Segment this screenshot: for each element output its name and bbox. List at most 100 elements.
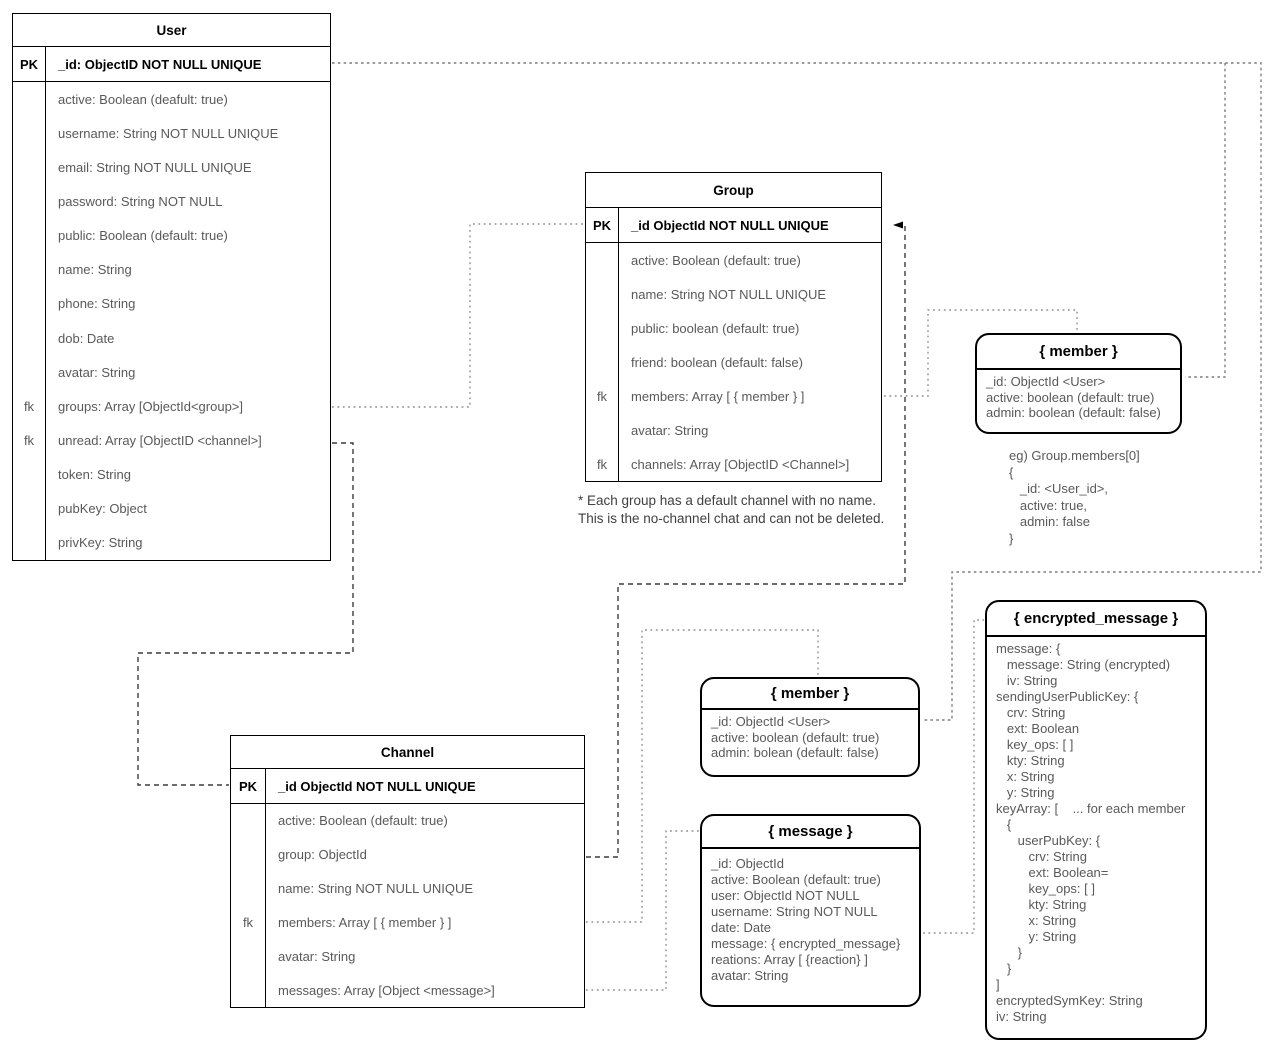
fk-label xyxy=(586,277,619,311)
object-message-title: { message } xyxy=(702,816,919,849)
field-row: group: ObjectId xyxy=(231,837,584,872)
object-message-body: _id: ObjectId active: Boolean (default: … xyxy=(711,856,901,983)
fk-label xyxy=(13,116,46,151)
field-row: name: String NOT NULL UNIQUE xyxy=(586,277,881,311)
field-text: privKey: String xyxy=(58,535,143,551)
field-row: token: String xyxy=(13,457,330,492)
fk-label xyxy=(13,525,46,560)
fk-label: fk xyxy=(231,905,266,940)
field-text: channels: Array [ObjectID <Channel>] xyxy=(631,456,850,472)
field-text: messages: Array [Object <message>] xyxy=(278,982,495,998)
field-row: email: String NOT NULL UNIQUE xyxy=(13,150,330,185)
fk-label xyxy=(231,837,266,872)
field-text: token: String xyxy=(58,467,131,483)
entity-channel: Channel PK _id ObjectId NOT NULL UNIQUE … xyxy=(230,735,585,1008)
field-text: friend: boolean (default: false) xyxy=(631,354,803,370)
object-member-mid: { member } _id: ObjectId <User> active: … xyxy=(700,677,920,777)
field-row: public: Boolean (default: true) xyxy=(13,218,330,253)
fk-label xyxy=(231,871,266,906)
group-note-text: * Each group has a default channel with … xyxy=(578,493,885,526)
entity-group: Group PK _id ObjectId NOT NULL UNIQUE ac… xyxy=(585,172,882,482)
field-row: active: Boolean (deafult: true) xyxy=(13,82,330,117)
field-text: active: Boolean (default: true) xyxy=(631,252,801,268)
fk-label xyxy=(13,320,46,356)
object-member-top: { member } _id: ObjectId <User> active: … xyxy=(975,333,1182,434)
field-row: fk members: Array [ { member } ] xyxy=(586,379,881,413)
field-row: messages: Array [Object <message>] xyxy=(231,973,584,1007)
object-member-top-body: _id: ObjectId <User> active: boolean (de… xyxy=(986,374,1161,420)
fk-label: fk xyxy=(13,389,46,424)
fk-label xyxy=(13,218,46,253)
fk-label xyxy=(231,973,266,1007)
field-row: name: String NOT NULL UNIQUE xyxy=(231,871,584,906)
field-text: name: String NOT NULL UNIQUE xyxy=(278,881,474,897)
field-text: phone: String xyxy=(58,296,136,312)
connector-user-id-to-member-top xyxy=(1185,63,1226,378)
field-text: group: ObjectId xyxy=(278,847,367,863)
field-row: phone: String xyxy=(13,286,330,321)
field-text: pubKey: Object xyxy=(58,501,147,517)
fk-label xyxy=(13,286,46,321)
field-row: friend: boolean (default: false) xyxy=(586,345,881,379)
fk-label xyxy=(13,491,46,526)
fk-label xyxy=(13,184,46,219)
entity-channel-body: active: Boolean (default: true) group: O… xyxy=(231,804,584,1007)
entity-user-body: active: Boolean (deafult: true) username… xyxy=(13,82,330,560)
object-member-mid-body: _id: ObjectId <User> active: boolean (de… xyxy=(711,714,880,760)
field-row: fk groups: Array [ObjectId<group>] xyxy=(13,389,330,424)
fk-label xyxy=(586,413,619,447)
field-text: public: Boolean (default: true) xyxy=(58,228,228,244)
field-text: email: String NOT NULL UNIQUE xyxy=(58,159,252,175)
fk-label: fk xyxy=(13,423,46,458)
fk-label xyxy=(13,82,46,117)
field-text: dob: Date xyxy=(58,330,115,346)
object-message: { message } _id: ObjectId active: Boolea… xyxy=(700,814,921,1007)
field-row: active: Boolean (default: true) xyxy=(586,243,881,277)
field-row: avatar: String xyxy=(13,355,330,390)
object-member-mid-title: { member } xyxy=(702,679,918,710)
entity-channel-pk-row: PK _id ObjectId NOT NULL UNIQUE xyxy=(231,769,584,804)
object-member-top-title: { member } xyxy=(977,335,1180,370)
field-text: avatar: String xyxy=(58,364,136,380)
field-text: active: Boolean (default: true) xyxy=(278,813,448,829)
connector-user-groups-to-group-pk xyxy=(332,223,584,408)
entity-group-body: active: Boolean (default: true) name: St… xyxy=(586,243,881,481)
field-row: avatar: String xyxy=(231,939,584,974)
field-text: name: String NOT NULL UNIQUE xyxy=(631,286,827,302)
connector-message-to-encrypted-message xyxy=(923,619,984,934)
entity-group-title: Group xyxy=(586,173,881,208)
fk-label xyxy=(13,150,46,185)
fk-label xyxy=(13,252,46,287)
connector-channel-messages-to-message xyxy=(586,830,699,991)
fk-label xyxy=(586,311,619,345)
field-text: members: Array [ { member } ] xyxy=(278,914,452,930)
field-row: name: String xyxy=(13,252,330,287)
pk-field: _id ObjectId NOT NULL UNIQUE xyxy=(278,778,476,794)
field-text: groups: Array [ObjectId<group>] xyxy=(58,398,243,414)
fk-label xyxy=(231,939,266,974)
field-row: privKey: String xyxy=(13,525,330,560)
field-text: username: String NOT NULL UNIQUE xyxy=(58,125,279,141)
fk-label xyxy=(13,457,46,492)
fk-label xyxy=(586,243,619,277)
field-row: public: boolean (default: true) xyxy=(586,311,881,345)
fk-label xyxy=(586,345,619,379)
entity-channel-title: Channel xyxy=(231,736,584,769)
fk-label: fk xyxy=(586,379,619,413)
entity-user-pk-row: PK _id: ObjectID NOT NULL UNIQUE xyxy=(13,47,330,82)
fk-label xyxy=(13,355,46,390)
pk-field: _id: ObjectID NOT NULL UNIQUE xyxy=(58,56,262,72)
pk-label: PK xyxy=(13,47,46,81)
field-text: active: Boolean (deafult: true) xyxy=(58,91,228,107)
entity-user: User PK _id: ObjectID NOT NULL UNIQUE ac… xyxy=(12,13,331,561)
field-row: username: String NOT NULL UNIQUE xyxy=(13,116,330,151)
field-text: password: String NOT NULL xyxy=(58,193,223,209)
field-text: members: Array [ { member } ] xyxy=(631,388,805,404)
field-text: public: boolean (default: true) xyxy=(631,320,800,336)
field-text: avatar: String xyxy=(278,948,356,964)
entity-group-pk-row: PK _id ObjectId NOT NULL UNIQUE xyxy=(586,208,881,243)
member-example-text: eg) Group.members[0] { _id: <User_id>, a… xyxy=(1009,448,1140,546)
field-row: active: Boolean (default: true) xyxy=(231,804,584,838)
object-encrypted-message: { encrypted_message } message: { message… xyxy=(985,600,1207,1040)
